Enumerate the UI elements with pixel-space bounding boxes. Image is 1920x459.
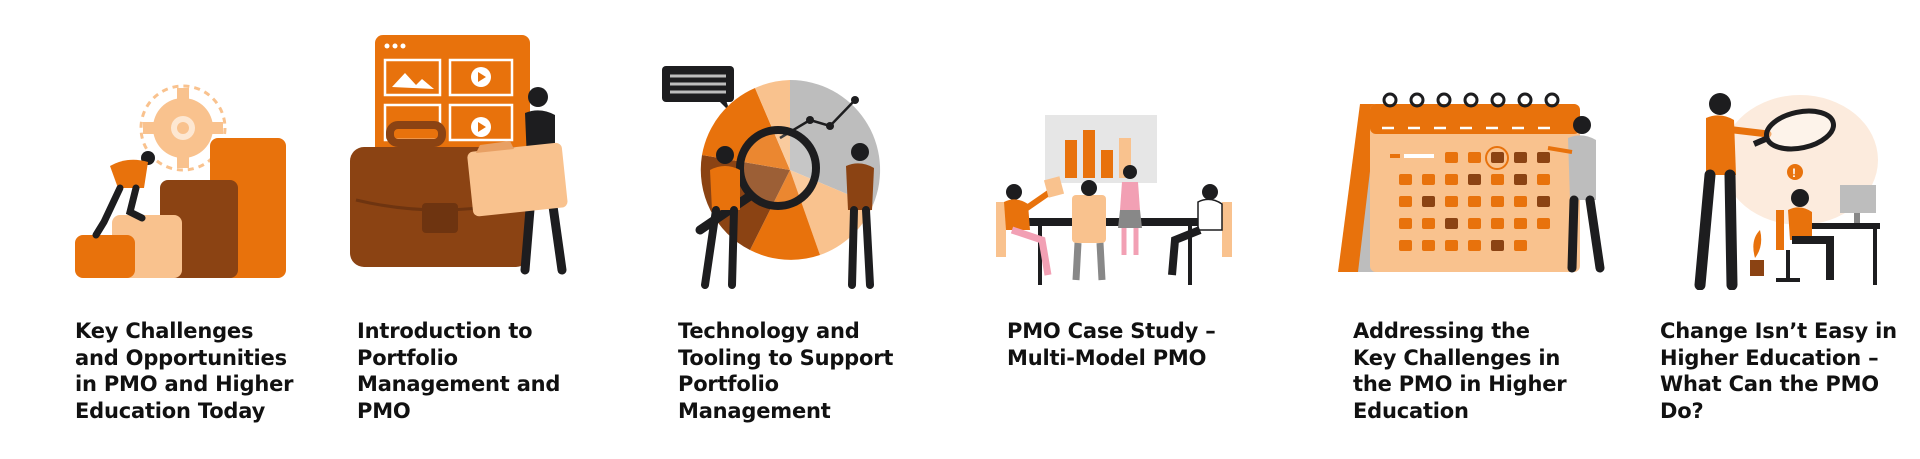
briefcase-and-media-folder-icon	[350, 35, 620, 285]
person-with-magnifier-over-desk-icon: !	[1680, 90, 1880, 290]
topic-card-5: Addressing the Key Challenges in the PMO…	[1320, 0, 1640, 459]
topic-title: PMO Case Study – Multi-Model PMO	[1007, 319, 1216, 370]
svg-text:!: !	[1792, 166, 1796, 180]
topic-card-3: Technology and Tooling to Support Portfo…	[650, 0, 990, 459]
topic-card-6: ! Change Isn’t Easy in Higher Education …	[1640, 0, 1920, 459]
topic-title: Technology and Tooling to Support Portfo…	[678, 319, 894, 423]
topic-title: Key Challenges and Opportunities in PMO …	[75, 319, 294, 423]
person-climbing-steps-with-gear-icon	[70, 70, 300, 290]
topic-card-1: Key Challenges and Opportunities in PMO …	[0, 0, 320, 459]
topic-card-4: PMO Case Study – Multi-Model PMO	[990, 0, 1320, 459]
topic-card-2: Introduction to Portfolio Management and…	[320, 0, 650, 459]
large-calendar-with-person-icon	[1320, 90, 1620, 280]
topic-title: Change Isn’t Easy in Higher Education – …	[1660, 319, 1897, 423]
pie-chart-magnifier-analysts-icon	[660, 60, 910, 290]
topic-title: Addressing the Key Challenges in the PMO…	[1353, 319, 1567, 423]
team-meeting-table-icon	[990, 110, 1240, 290]
topic-title: Introduction to Portfolio Management and…	[357, 319, 561, 423]
